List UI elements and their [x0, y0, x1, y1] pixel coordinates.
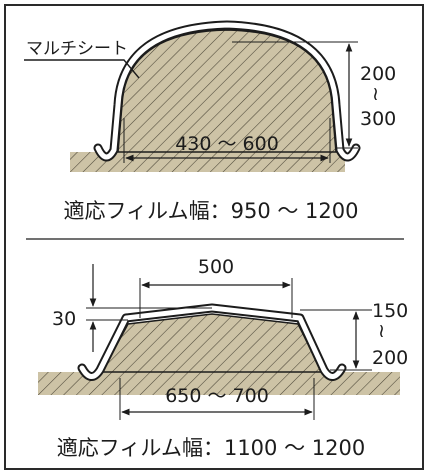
- bottom-top-width-label: 500: [198, 256, 234, 278]
- bottom-bed-diagram: 500 30 150 ≀ 200 650 ～ 700 適応フィルム幅：1100 …: [38, 256, 408, 460]
- bottom-width-label: 650 ～ 700: [165, 385, 269, 407]
- mulch-label-leader: [24, 59, 140, 79]
- mulch-label: マルチシート: [26, 39, 128, 59]
- top-height-bottom: 300: [360, 108, 396, 130]
- top-height-top: 200: [360, 63, 396, 85]
- bottom-caption: 適応フィルム幅：1100 ～ 1200: [57, 436, 365, 460]
- top-width-label: 430 ～ 600: [175, 133, 279, 155]
- bottom-soil-mound: [100, 313, 324, 373]
- bottom-soil-ground: [38, 372, 400, 395]
- top-bed-diagram: マルチシート 200 ≀ 300 430 ～ 600 適応フィルム幅：950 ～…: [24, 20, 396, 223]
- bottom-height-sep: ≀: [378, 320, 385, 342]
- bottom-height-bottom: 200: [372, 347, 408, 369]
- top-caption: 適応フィルム幅：950 ～ 1200: [63, 199, 358, 223]
- bottom-height-top: 150: [372, 300, 408, 322]
- bottom-rise-label: 30: [52, 308, 76, 330]
- top-height-sep: ≀: [372, 83, 379, 105]
